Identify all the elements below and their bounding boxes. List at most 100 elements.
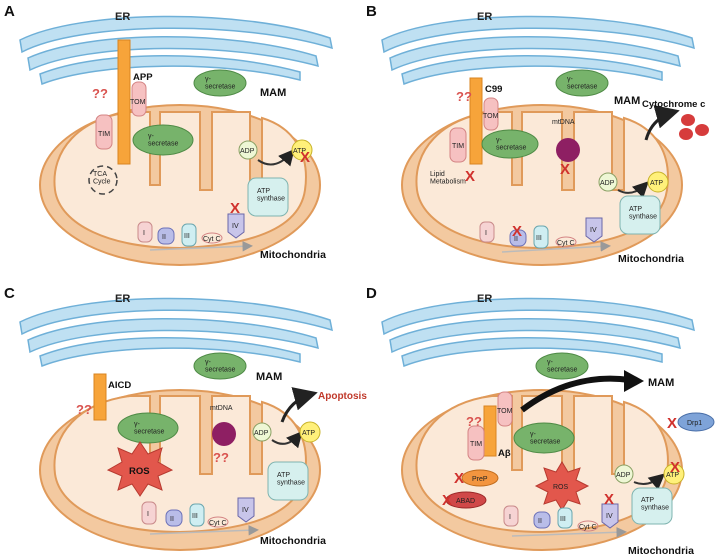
mtdna-icon <box>212 422 236 446</box>
adp-icon <box>598 172 618 192</box>
complex-iii-label: III <box>560 516 566 523</box>
question-marks: ?? <box>92 86 108 101</box>
protein-label: Aβ <box>498 448 511 459</box>
adp-icon <box>614 464 634 484</box>
atp-x-mark: X <box>300 149 310 166</box>
prep-protein <box>461 469 499 487</box>
atp-label: ATP <box>666 472 679 479</box>
complex-iv-x-mark: X <box>230 200 240 217</box>
atp-label: ATP <box>650 180 663 187</box>
panel-d: D ER Aβ ?? TOM TIM γ-secretase MAM Drp1 … <box>366 285 715 557</box>
complex-iv <box>237 497 255 523</box>
lipid-x-mark: X <box>465 168 475 185</box>
complex-iii <box>189 503 205 527</box>
complex-i-label: I <box>143 230 145 237</box>
complex-iii-label: III <box>192 513 198 520</box>
prep-label: PreP <box>472 476 488 483</box>
c99-protein <box>469 77 483 165</box>
adp-icon <box>252 422 272 442</box>
cytochrome-label: Cytochrome c <box>642 99 705 110</box>
tim-label: TIM <box>98 131 110 138</box>
gamma-secretase-inner <box>117 412 179 444</box>
question-marks: ?? <box>456 89 472 104</box>
electron-flow-arrow <box>511 527 627 538</box>
cyt-c <box>555 236 577 248</box>
complex-iv-label: IV <box>242 507 249 514</box>
gsec-outer-label: γ-secretase <box>205 76 235 91</box>
gamma-secretase-outer <box>555 69 609 97</box>
complex-i-label: I <box>485 230 487 237</box>
atp-synthase <box>247 177 289 217</box>
gamma-secretase-outer <box>193 352 247 380</box>
electron-flow-arrow <box>149 241 253 252</box>
cytochrome-molecule <box>681 114 695 126</box>
question-marks: ?? <box>466 414 482 429</box>
prep-x-mark: X <box>454 470 464 487</box>
complex-iv <box>601 503 619 529</box>
panel-letter: B <box>366 3 377 20</box>
cyt-c-label: Cyt C <box>579 524 597 531</box>
tim-label: TIM <box>470 441 482 448</box>
adp-label: ADP <box>616 472 631 479</box>
panel-c: C ER AICD ?? γ-secretase MAM Apoptosis γ… <box>4 285 367 551</box>
complex-i-label: I <box>509 514 511 521</box>
adp-atp-arrow <box>271 430 303 449</box>
gamma-secretase-inner <box>481 129 539 159</box>
mtdna-x-mark: X <box>560 161 570 178</box>
abad-protein <box>445 491 487 509</box>
er-label: ER <box>115 11 130 23</box>
gsec-inner-label: γ-secretase <box>530 431 560 446</box>
atp-icon <box>291 139 313 161</box>
drp1-label: Drp1 <box>687 420 702 427</box>
translocation-arrow <box>520 375 631 413</box>
tom-complex <box>497 391 513 427</box>
gsec-inner-label: γ-secretase <box>134 421 164 436</box>
panel-a: A ER APP ?? TOM TIM γ-secretase MAM γ-se… <box>4 3 333 266</box>
panel-letter: C <box>4 285 15 302</box>
gsec-outer-label: γ-secretase <box>547 359 577 374</box>
app-protein <box>117 39 131 165</box>
mam-label: MAM <box>614 95 640 107</box>
complex-iii <box>181 223 197 247</box>
er <box>381 15 695 86</box>
complex-ii-label: II <box>538 518 542 525</box>
complex-ii-x-mark: X <box>512 223 522 240</box>
er <box>19 15 333 86</box>
abad-label: ABAD <box>456 498 475 505</box>
cyt-c <box>201 232 223 244</box>
drp1-x-mark: X <box>667 415 677 432</box>
atp-synthase <box>631 487 673 525</box>
cytochrome-molecule <box>679 128 693 140</box>
atp-icon <box>299 421 321 443</box>
er-label: ER <box>477 293 492 305</box>
adp-label: ADP <box>600 180 615 187</box>
panel-letter: D <box>366 285 377 302</box>
electron-flow-arrow <box>501 241 611 253</box>
protein-label: AICD <box>108 380 131 391</box>
tom-complex <box>483 97 499 131</box>
atp-x-mark: X <box>670 459 680 476</box>
complex-iii <box>533 225 549 249</box>
complex-iii-label: III <box>184 233 190 240</box>
er <box>381 297 695 368</box>
tom-label: TOM <box>483 113 499 120</box>
mam-label: MAM <box>260 87 286 99</box>
adp-label: ADP <box>254 430 269 437</box>
panel-b: B ER C99 ?? TOM TIM γ-secretase MAM γ-se… <box>366 3 709 266</box>
tim-complex <box>449 127 467 163</box>
adp-label: ADP <box>240 148 255 155</box>
complex-ii <box>509 229 527 247</box>
complex-ii-label: II <box>514 236 518 243</box>
translocation-arrowhead <box>624 370 644 392</box>
complex-ii-label: II <box>162 234 166 241</box>
mito-label: Mitochondria <box>260 249 326 261</box>
atp-label: ATP <box>302 430 315 437</box>
apoptosis-arrow <box>280 387 318 423</box>
complex-iii-label: III <box>536 235 542 242</box>
mito-label: Mitochondria <box>260 535 326 547</box>
cyt-c <box>577 520 599 532</box>
